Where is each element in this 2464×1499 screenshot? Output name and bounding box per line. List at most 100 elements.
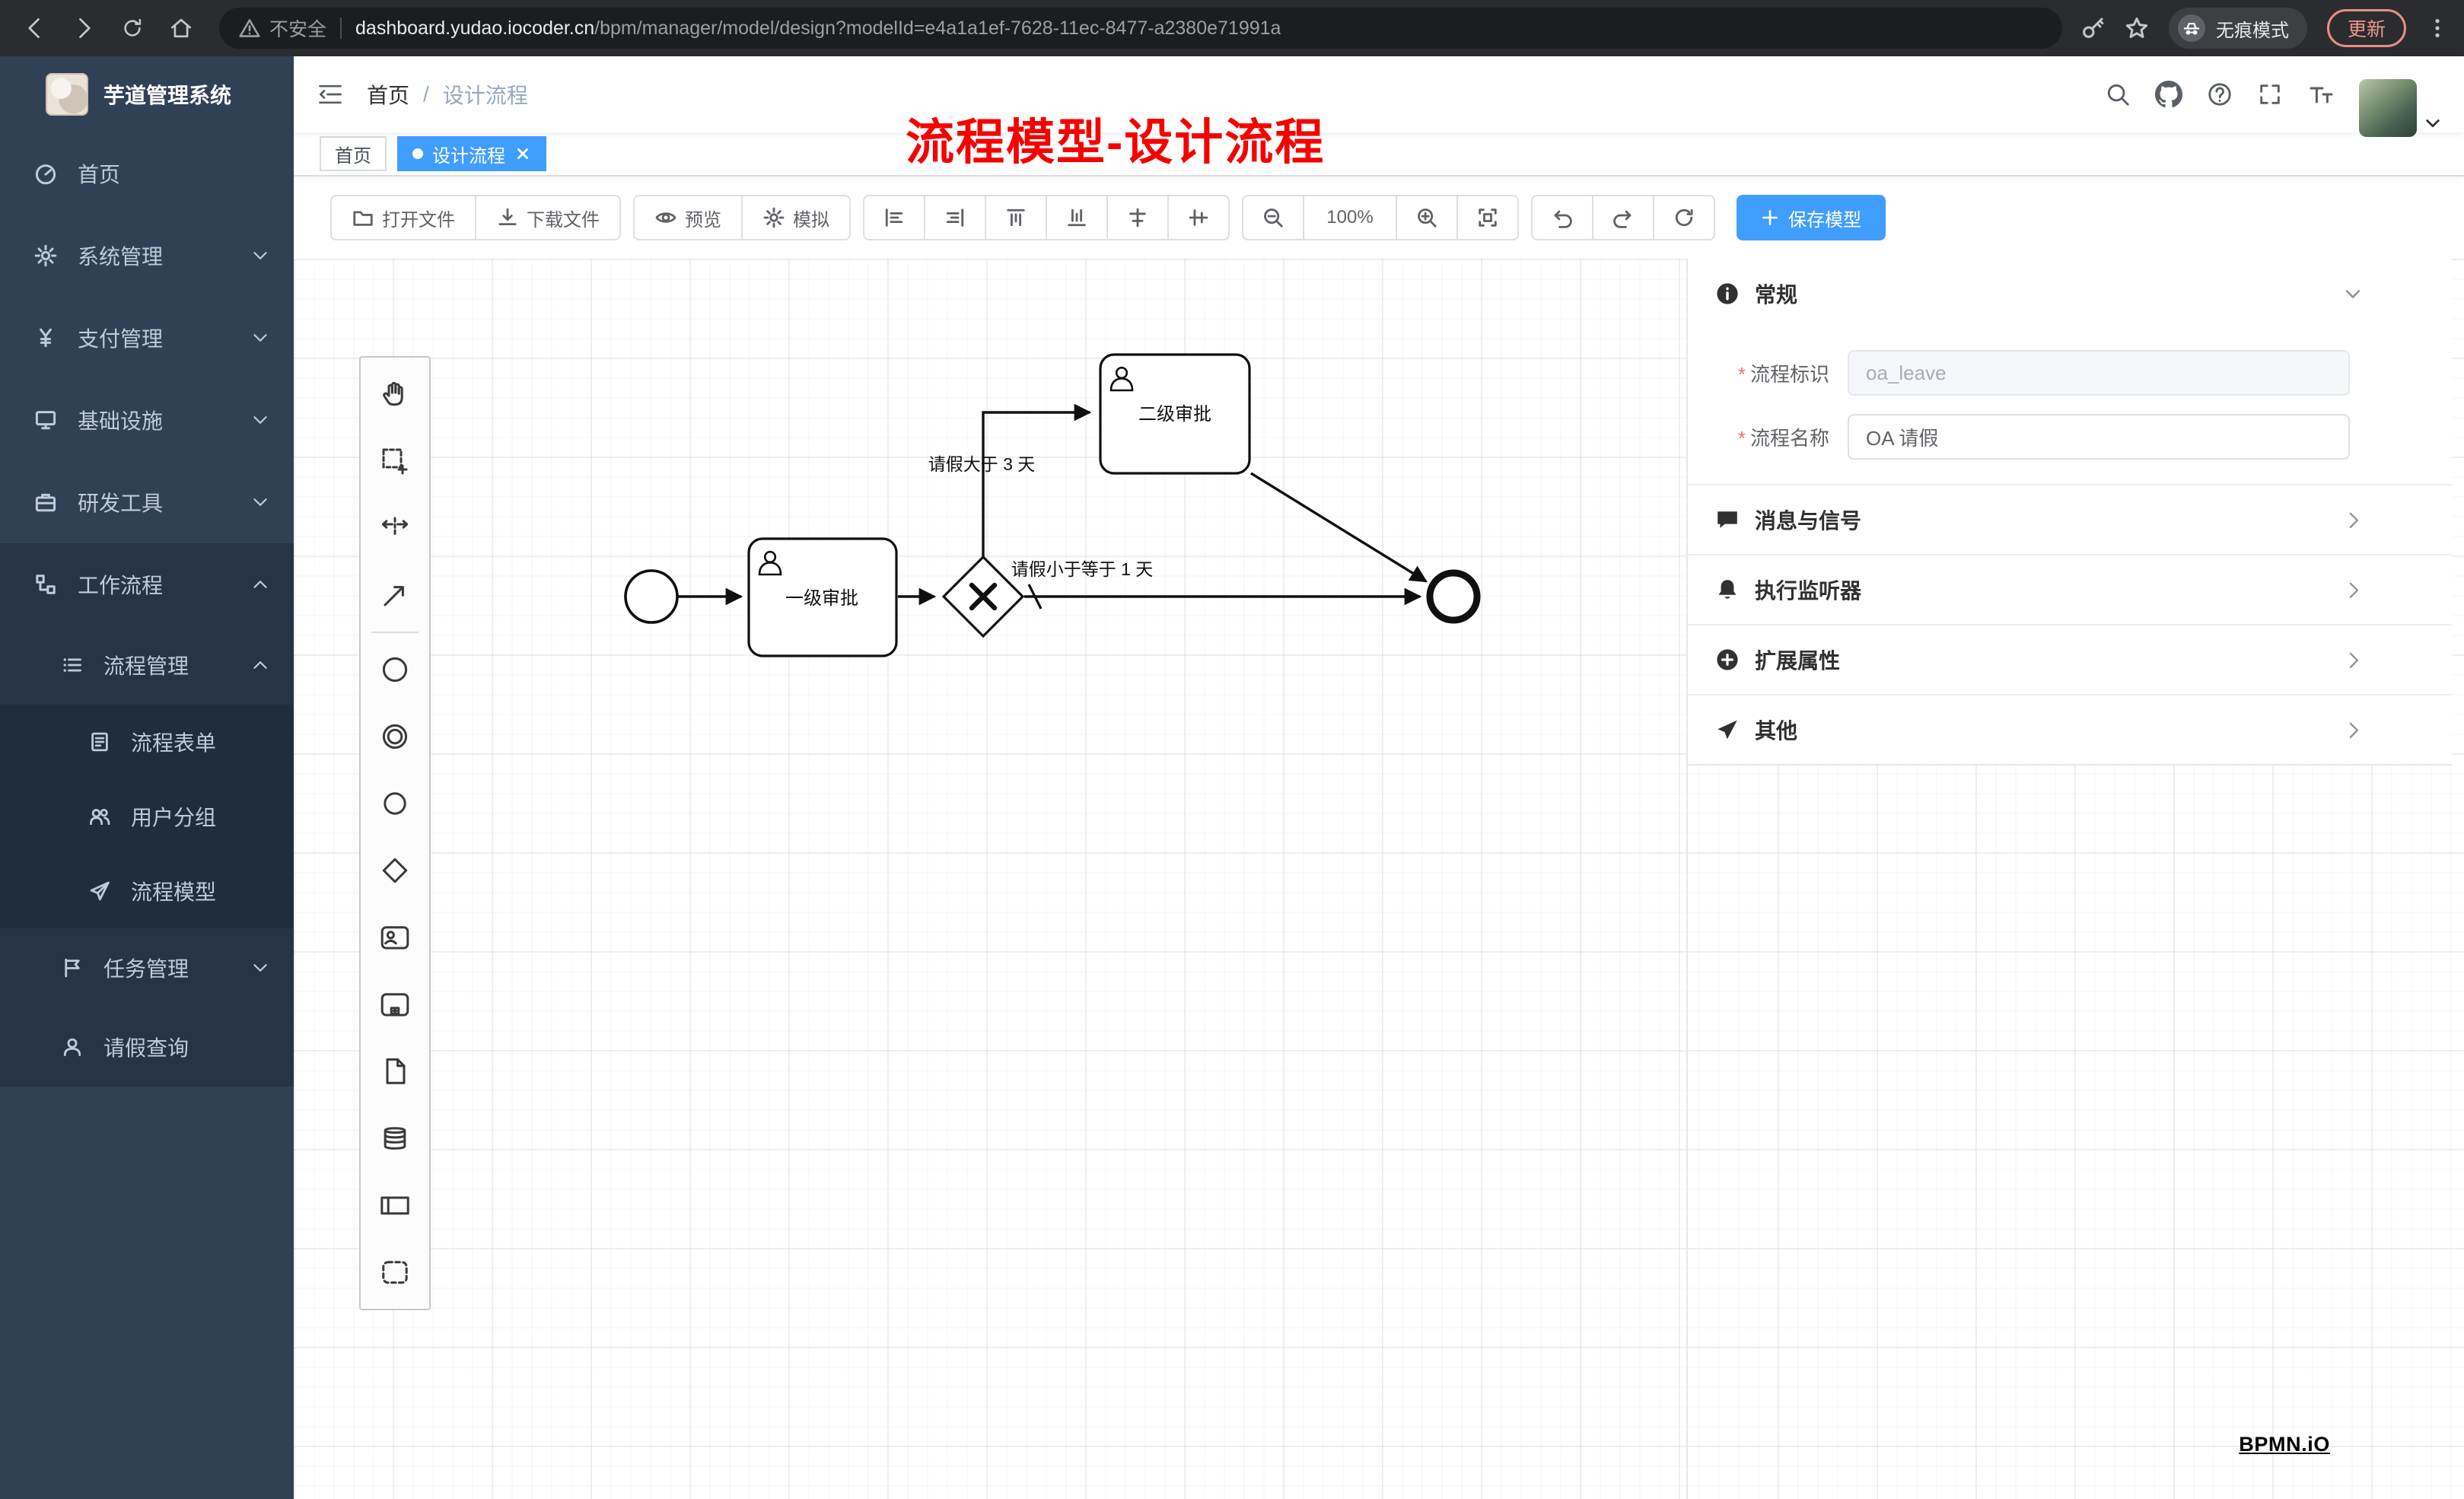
- close-icon[interactable]: [514, 145, 531, 162]
- align-center-vertical-button[interactable]: [1167, 195, 1230, 240]
- fullscreen-icon[interactable]: [2257, 81, 2283, 107]
- fit-viewport-icon: [1479, 208, 1497, 227]
- sidebar-item-dev-tools[interactable]: 研发工具: [0, 461, 294, 543]
- align-center-horizontal-button[interactable]: [1106, 195, 1169, 240]
- task-first-approval[interactable]: 一级审批: [747, 537, 898, 657]
- font-size-icon[interactable]: [2307, 81, 2335, 108]
- align-top-button[interactable]: [985, 195, 1047, 240]
- download-file-button[interactable]: 下载文件: [475, 195, 621, 240]
- process-name-input[interactable]: [1848, 414, 2350, 460]
- back-icon[interactable]: [15, 8, 55, 48]
- align-right-button[interactable]: [924, 195, 986, 240]
- create-intermediate-event[interactable]: [361, 703, 429, 770]
- preview-button[interactable]: 预览: [633, 195, 743, 240]
- zoom-reset-button[interactable]: [1456, 195, 1519, 240]
- user-avatar-wrap[interactable]: [2359, 79, 2441, 137]
- chevron-right-icon: [2349, 582, 2359, 598]
- form-icon: [91, 732, 108, 752]
- tab-home[interactable]: 首页: [320, 136, 387, 171]
- sidebar-item-payment[interactable]: 支付管理: [0, 297, 294, 379]
- task-second-label: 二级审批: [1138, 404, 1211, 425]
- align-bottom-button[interactable]: [1046, 195, 1108, 240]
- password-key-icon[interactable]: [2080, 16, 2105, 40]
- create-data-store[interactable]: [361, 1105, 429, 1172]
- task-second-approval[interactable]: 二级审批: [1099, 353, 1251, 475]
- create-group[interactable]: [361, 1239, 429, 1306]
- panel-section-extended-attributes[interactable]: 扩展属性: [1688, 624, 2452, 694]
- panel-section-general[interactable]: 常规: [1688, 259, 2452, 329]
- create-start-event[interactable]: [361, 636, 429, 703]
- sidebar-item-leave-query[interactable]: 请假查询: [0, 1007, 294, 1087]
- undo-button[interactable]: [1531, 195, 1593, 240]
- sidebar-item-process-management[interactable]: 流程管理: [0, 625, 294, 705]
- create-subprocess[interactable]: [361, 971, 429, 1038]
- sidebar-item-infrastructure[interactable]: 基础设施: [0, 379, 294, 461]
- avatar[interactable]: [2359, 79, 2417, 137]
- align-left-button[interactable]: [863, 195, 925, 240]
- save-model-button[interactable]: 保存模型: [1737, 195, 1886, 240]
- security-status[interactable]: 不安全: [239, 14, 326, 42]
- reload-icon[interactable]: [113, 8, 152, 48]
- bpmn-canvas-area[interactable]: 一级审批 二级审批: [294, 259, 2464, 1499]
- sidebar-item-process-model[interactable]: 流程模型: [0, 854, 294, 928]
- breadcrumb-separator: /: [423, 82, 429, 106]
- bookmark-star-icon[interactable]: [2125, 16, 2149, 40]
- field-process-key: *流程标识: [1703, 350, 2452, 396]
- start-event[interactable]: [624, 569, 679, 624]
- browser-nav: [15, 8, 201, 48]
- create-participant[interactable]: [361, 1172, 429, 1239]
- open-file-button[interactable]: 打开文件: [330, 195, 476, 240]
- breadcrumb-home[interactable]: 首页: [367, 84, 410, 107]
- chevron-right-icon: [2349, 722, 2359, 738]
- forward-icon[interactable]: [64, 8, 103, 48]
- app-logo-row[interactable]: 芋道管理系统: [0, 56, 294, 132]
- create-end-event[interactable]: [361, 770, 429, 837]
- sidebar-item-user-group[interactable]: 用户分组: [0, 779, 294, 854]
- sidebar-item-process-form[interactable]: 流程表单: [0, 705, 294, 779]
- github-icon[interactable]: [2155, 81, 2182, 108]
- sidebar-item-system[interactable]: 系统管理: [0, 215, 294, 297]
- restart-button[interactable]: [1653, 195, 1715, 240]
- redo-button[interactable]: [1592, 195, 1654, 240]
- url-text[interactable]: dashboard.yudao.iocoder.cn/bpm/manager/m…: [355, 17, 1281, 39]
- create-data-object[interactable]: [361, 1038, 429, 1105]
- sidebar-item-home[interactable]: 首页: [0, 132, 294, 215]
- panel-section-other[interactable]: 其他: [1688, 694, 2452, 764]
- home-icon[interactable]: [161, 8, 201, 48]
- hand-tool[interactable]: [361, 361, 429, 428]
- tab-label: 首页: [335, 145, 371, 167]
- browser-menu-icon[interactable]: [2426, 17, 2449, 40]
- process-designer: 打开文件 下载文件 预览: [294, 177, 2464, 1499]
- sidebar-item-workflow[interactable]: 工作流程: [0, 543, 294, 625]
- incognito-badge[interactable]: 无痕模式: [2168, 8, 2307, 49]
- bpmn-diagram[interactable]: 一级审批 二级审批: [294, 259, 2464, 1499]
- sidebar-item-task-management[interactable]: 任务管理: [0, 928, 294, 1007]
- simulate-button[interactable]: 模拟: [741, 195, 851, 240]
- lasso-tool[interactable]: [361, 428, 429, 495]
- field-label-text: 流程名称: [1749, 426, 1829, 450]
- update-button[interactable]: 更新: [2326, 9, 2406, 47]
- space-tool[interactable]: [361, 495, 429, 562]
- end-event[interactable]: [1426, 569, 1481, 624]
- create-exclusive-gateway[interactable]: [361, 837, 429, 904]
- exclusive-gateway[interactable]: [941, 555, 1025, 638]
- create-user-task[interactable]: [361, 904, 429, 971]
- panel-section-label: 消息与信号: [1755, 509, 1862, 533]
- folder-icon: [353, 211, 373, 226]
- panel-section-execution-listener[interactable]: 执行监听器: [1688, 554, 2452, 624]
- flow-task2-to-end[interactable]: [1250, 472, 1428, 583]
- search-icon[interactable]: [2105, 81, 2131, 107]
- zoom-out-button[interactable]: [1242, 195, 1304, 240]
- address-bar[interactable]: 不安全 dashboard.yudao.iocoder.cn/bpm/manag…: [219, 8, 2062, 49]
- address-divider: [340, 18, 342, 39]
- flow-gateway-to-task2[interactable]: [982, 403, 1092, 557]
- global-connect-tool[interactable]: [361, 562, 429, 629]
- required-asterisk: *: [1737, 362, 1746, 386]
- tab-design-process[interactable]: 设计流程: [397, 136, 546, 171]
- help-icon[interactable]: [2207, 81, 2233, 107]
- sidebar-collapse-icon[interactable]: [317, 81, 344, 108]
- bpmn-io-watermark[interactable]: BPMN.iO: [2239, 1433, 2330, 1456]
- panel-section-message-signal[interactable]: 消息与信号: [1688, 484, 2452, 554]
- zoom-in-button[interactable]: [1396, 195, 1458, 240]
- tab-label: 设计流程: [432, 145, 505, 167]
